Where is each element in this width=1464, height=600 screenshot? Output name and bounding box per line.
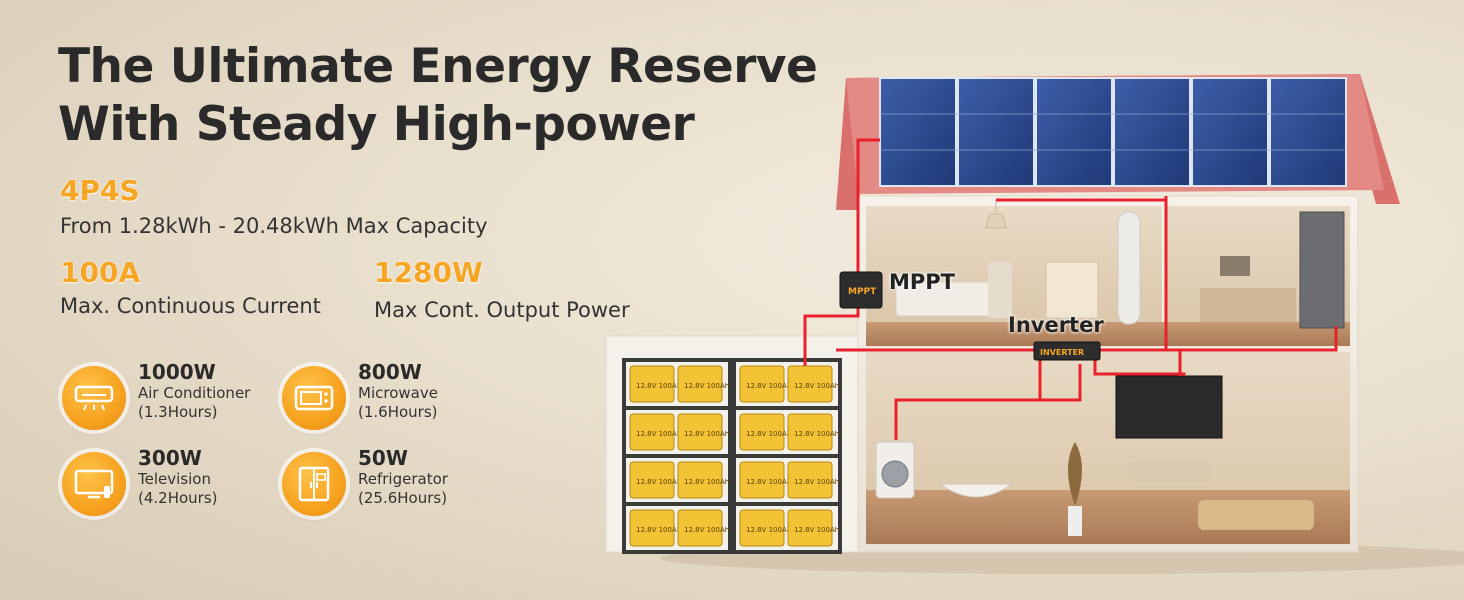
solar-panel-array xyxy=(879,77,1347,187)
upper-floor xyxy=(866,322,1350,346)
inverter-device: INVERTER xyxy=(1033,341,1101,361)
battery-module xyxy=(677,413,723,451)
battery-module xyxy=(629,461,675,499)
battery-module-label: 12.8V 100Ah xyxy=(636,526,681,534)
power-label: 1280W xyxy=(374,256,483,289)
appliance-hours: (1.3Hours) xyxy=(138,403,218,421)
appliance-watts: 1000W xyxy=(138,360,216,384)
microwave xyxy=(1220,256,1250,276)
battery-rack xyxy=(622,358,842,554)
battery-module-label: 12.8V 100Ah xyxy=(684,478,729,486)
headline-line-1: The Ultimate Energy Reserve xyxy=(58,39,818,94)
battery-module xyxy=(629,365,675,403)
plant-pot xyxy=(1068,506,1082,536)
battery-module xyxy=(787,413,833,451)
headboard xyxy=(988,262,1012,318)
appliance-watts: 800W xyxy=(358,360,422,384)
battery-module xyxy=(787,509,833,547)
svg-text:INVERTER: INVERTER xyxy=(1040,348,1084,357)
television xyxy=(1115,375,1223,439)
power-wiring xyxy=(803,138,1338,440)
pendant-lamp xyxy=(985,200,1007,229)
refrigerator-icon xyxy=(282,452,346,516)
appliance-name: Microwave xyxy=(358,384,438,402)
current-label: 100A xyxy=(60,256,141,289)
appliance-hours: (1.6Hours) xyxy=(358,403,438,421)
appliance-hours: (25.6Hours) xyxy=(358,489,448,507)
battery-module-label: 12.8V 100Ah xyxy=(794,478,839,486)
appliance-refrigerator: 50W Refrigerator (25.6Hours) xyxy=(282,446,448,516)
current-text: Max. Continuous Current xyxy=(60,294,321,318)
battery-module-label: 12.8V 100Ah xyxy=(794,382,839,390)
tower-fan xyxy=(1117,211,1141,325)
washer-door xyxy=(881,460,909,488)
headline: The Ultimate Energy Reserve With Steady … xyxy=(58,38,818,154)
battery-module-label: 12.8V 100Ah xyxy=(794,526,839,534)
appliance-hours: (4.2Hours) xyxy=(138,489,218,507)
battery-module xyxy=(739,461,785,499)
battery-module-label: 12.8V 100Ah xyxy=(636,430,681,438)
appliance-watts: 50W xyxy=(358,446,408,470)
appliance-name: Air Conditioner xyxy=(138,384,251,402)
battery-module-label: 12.8V 100Ah xyxy=(636,382,681,390)
refrigerator xyxy=(1299,211,1345,329)
battery-module xyxy=(787,461,833,499)
battery-module xyxy=(629,413,675,451)
tv-stand xyxy=(1130,462,1210,482)
appliance-television: 300W Television (4.2Hours) xyxy=(62,446,218,516)
battery-module xyxy=(739,509,785,547)
mppt-label: MPPT xyxy=(889,270,956,294)
inverter-label: Inverter xyxy=(1008,313,1104,337)
battery-module xyxy=(787,365,833,403)
capacity-text: From 1.28kWh - 20.48kWh Max Capacity xyxy=(60,214,488,238)
plant-leaves xyxy=(1068,442,1082,506)
svg-text:MPPT: MPPT xyxy=(848,287,877,297)
power-text: Max Cont. Output Power xyxy=(374,298,630,322)
battery-module-label: 12.8V 100Ah xyxy=(746,478,791,486)
battery-module-label: 12.8V 100Ah xyxy=(684,382,729,390)
appliance-name: Refrigerator xyxy=(358,470,448,488)
television-icon xyxy=(62,452,126,516)
battery-module xyxy=(739,413,785,451)
battery-module xyxy=(739,365,785,403)
mppt-controller: MPPT xyxy=(839,271,883,309)
battery-module xyxy=(677,365,723,403)
appliance-air-conditioner: 1000W Air Conditioner (1.3Hours) xyxy=(62,360,251,430)
config-label: 4P4S xyxy=(60,174,140,207)
battery-module-label: 12.8V 100Ah xyxy=(684,526,729,534)
dresser xyxy=(1045,261,1099,319)
battery-module xyxy=(677,461,723,499)
air-conditioner-icon xyxy=(62,366,126,430)
battery-module xyxy=(677,509,723,547)
headline-line-2: With Steady High-power xyxy=(58,97,695,152)
battery-module-label: 12.8V 100Ah xyxy=(636,478,681,486)
appliance-name: Television xyxy=(138,470,211,488)
kitchen-counter xyxy=(1200,288,1296,322)
battery-module-label: 12.8V 100Ah xyxy=(746,382,791,390)
battery-module-label: 12.8V 100Ah xyxy=(684,430,729,438)
appliance-microwave: 800W Microwave (1.6Hours) xyxy=(282,360,438,430)
battery-module-label: 12.8V 100Ah xyxy=(746,430,791,438)
bathtub xyxy=(938,483,1014,498)
appliance-watts: 300W xyxy=(138,446,202,470)
battery-module-label: 12.8V 100Ah xyxy=(746,526,791,534)
microwave-icon xyxy=(282,366,346,430)
battery-module xyxy=(629,509,675,547)
sofa xyxy=(1198,500,1314,530)
battery-module-label: 12.8V 100Ah xyxy=(794,430,839,438)
